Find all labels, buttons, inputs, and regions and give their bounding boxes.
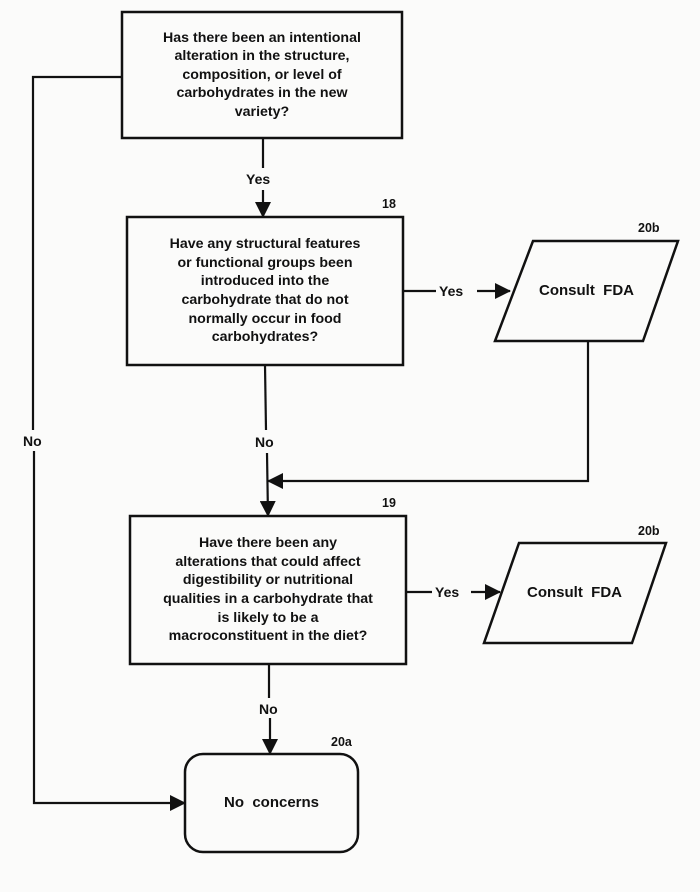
edge-18-to-19-arrow xyxy=(259,452,276,517)
edge-consult-1-to-19 xyxy=(267,341,590,489)
step-number-20b-1: 20b xyxy=(638,221,660,235)
parallelogram-consult-fda-1 xyxy=(493,239,680,343)
decision-text-intentional-alteration: Has there been an intentional alteration… xyxy=(163,29,361,120)
decision-text-18: Have any structural features or function… xyxy=(169,236,361,346)
edge-label-no-18: No xyxy=(255,434,274,450)
edge-label-yes-top: Yes xyxy=(246,171,271,187)
step-number-20a: 20a xyxy=(331,735,352,749)
consult-fda-text-2: Consult FDA xyxy=(527,583,622,601)
edge-top-to-no-concerns xyxy=(31,75,122,430)
step-number-18: 18 xyxy=(382,197,396,211)
consult-fda-text-1: Consult FDA xyxy=(539,281,634,299)
terminal-text-no-concerns: No concerns xyxy=(223,793,320,811)
edge-label-no-left: No xyxy=(23,433,42,449)
edge-label-yes-19: Yes xyxy=(435,584,460,600)
edge-top-to-no-concerns-arrow xyxy=(32,451,186,811)
edge-label-no-19: No xyxy=(259,701,278,717)
edge-label-yes-18: Yes xyxy=(439,283,464,299)
edge-18-to-19 xyxy=(263,364,268,431)
parallelogram-consult-fda-2 xyxy=(482,541,668,645)
decision-text-19: Have there been any alterations that cou… xyxy=(163,535,373,645)
step-number-20b-2: 20b xyxy=(638,524,660,538)
step-number-19: 19 xyxy=(382,496,396,510)
